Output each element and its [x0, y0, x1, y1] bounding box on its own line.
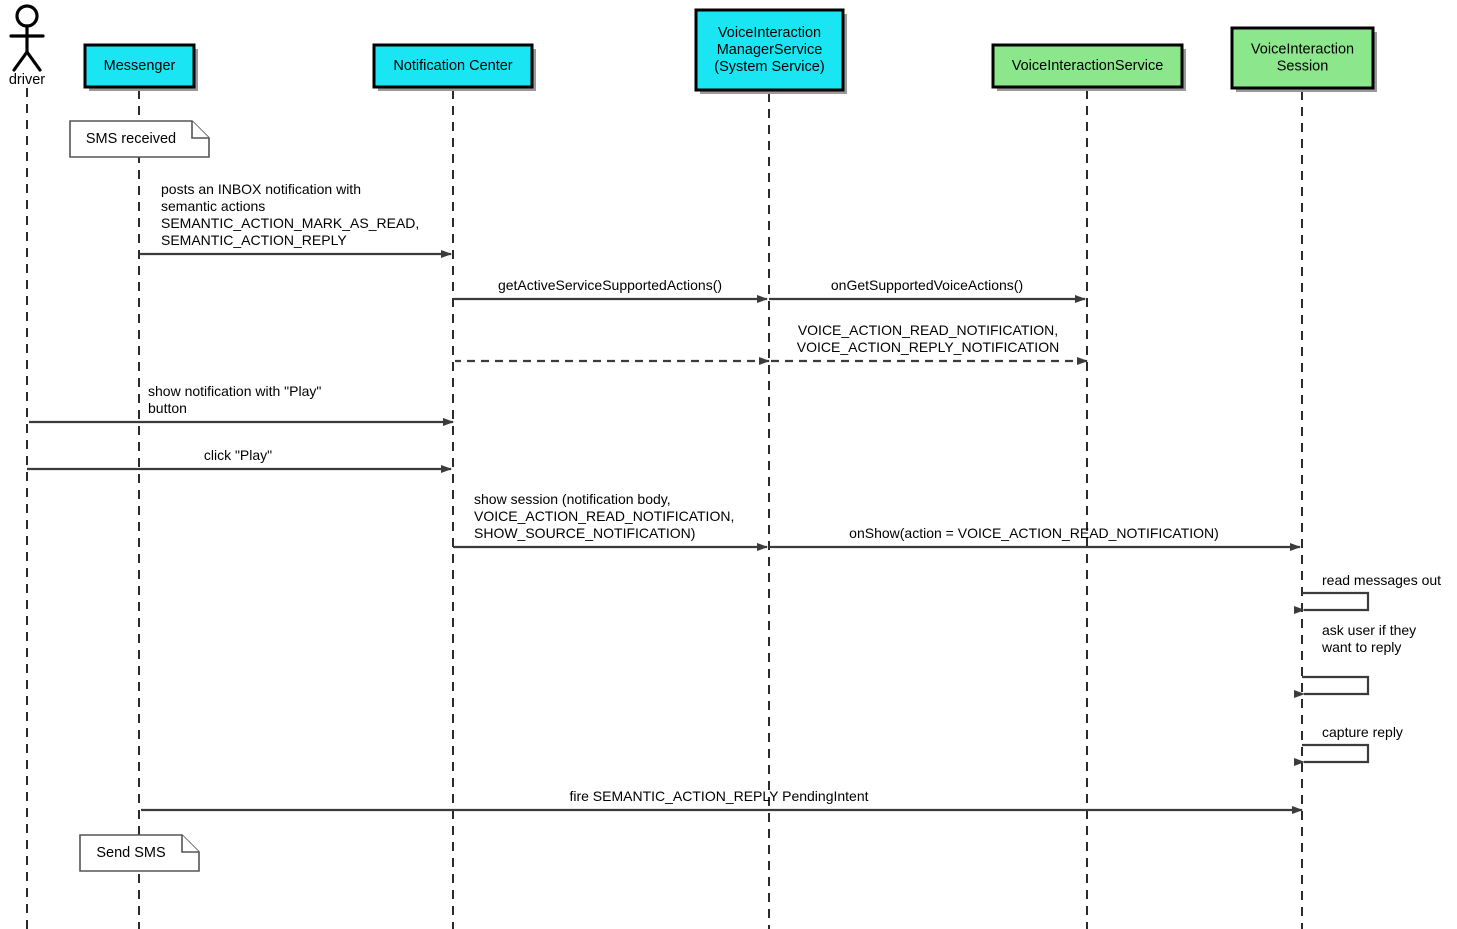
actor-head — [15, 4, 39, 28]
message-label: fire SEMANTIC_ACTION_REPLY PendingIntent — [569, 788, 868, 804]
participant-box — [694, 8, 845, 92]
message-msg-click-play[interactable]: click "Play" — [27, 447, 452, 473]
message-label: VOICE_ACTION_READ_NOTIFICATION, — [474, 508, 734, 524]
participant-label: VoiceInteractionService — [1012, 58, 1164, 74]
self-message-arrow — [1294, 743, 1370, 766]
message-msg-on-get-supported-voice-actions[interactable]: onGetSupportedVoiceActions() — [769, 277, 1086, 303]
message-msg-show-notification-with-play-button[interactable]: show notification with "Play"button — [29, 383, 454, 426]
lifelines-layer — [26, 88, 1303, 929]
message-label: posts an INBOX notification with — [161, 181, 361, 197]
self-message-arrow — [1294, 675, 1370, 698]
message-label: SEMANTIC_ACTION_REPLY — [161, 232, 347, 248]
self-message-label: read messages out — [1322, 572, 1441, 588]
self-message-self-msg-capture-reply[interactable]: capture reply — [1294, 724, 1403, 766]
participant-box — [991, 43, 1184, 89]
self-message-label: want to reply — [1321, 639, 1401, 655]
actor-driver[interactable]: driver — [9, 4, 45, 88]
participant-label: VoiceInteraction — [1251, 41, 1354, 57]
participant-label: Session — [1277, 58, 1329, 74]
actor-leg-left — [12, 50, 29, 72]
message-label: click "Play" — [204, 447, 272, 463]
self-message-self-msg-read-messages-out[interactable]: read messages out — [1294, 572, 1441, 614]
message-msg-fire-semantic-action-reply-pending-intent[interactable]: fire SEMANTIC_ACTION_REPLY PendingIntent — [141, 788, 1303, 814]
note-fold-corner — [191, 121, 209, 139]
participant-label: ManagerService — [717, 42, 823, 58]
note-shape — [79, 834, 200, 872]
participant-label: (System Service) — [714, 59, 824, 75]
participant-messenger[interactable]: Messenger — [83, 43, 198, 91]
message-msg-show-session[interactable]: show session (notification body,VOICE_AC… — [453, 491, 768, 551]
note-label: SMS received — [86, 131, 176, 147]
participant-notification-center[interactable]: Notification Center — [372, 43, 536, 91]
actors-layer: driver — [9, 4, 45, 88]
note-note-send-sms[interactable]: Send SMS — [79, 834, 200, 872]
message-msg-on-show[interactable]: onShow(action = VOICE_ACTION_READ_NOTIFI… — [769, 525, 1301, 551]
message-label: button — [148, 400, 187, 416]
self-message-label: ask user if they — [1322, 622, 1416, 638]
note-fold-corner — [181, 835, 199, 853]
message-label: VOICE_ACTION_REPLY_NOTIFICATION — [797, 339, 1059, 355]
actor-label: driver — [9, 72, 45, 88]
participant-label: Messenger — [104, 58, 176, 74]
self-message-label: capture reply — [1322, 724, 1403, 740]
message-label: getActiveServiceSupportedActions() — [498, 277, 722, 293]
self-message-arrow — [1294, 591, 1370, 614]
message-label: show notification with "Play" — [148, 383, 321, 399]
message-label: SEMANTIC_ACTION_MARK_AS_READ, — [161, 215, 419, 231]
participant-box — [372, 43, 534, 89]
participants-layer: Messenger Notification Center VoiceInterac… — [83, 8, 1377, 94]
message-msg-post-inbox-notification[interactable]: posts an INBOX notification withsemantic… — [139, 181, 452, 258]
message-msg-return-supported-voice-actions[interactable]: VOICE_ACTION_READ_NOTIFICATION,VOICE_ACT… — [771, 322, 1088, 365]
message-label: VOICE_ACTION_READ_NOTIFICATION, — [798, 322, 1058, 338]
message-label: SHOW_SOURCE_NOTIFICATION) — [474, 525, 695, 541]
participant-box — [83, 43, 196, 89]
messages-layer: posts an INBOX notification withsemantic… — [27, 181, 1303, 814]
participant-box — [1230, 26, 1375, 90]
message-msg-get-active-service-supported-actions[interactable]: getActiveServiceSupportedActions() — [453, 277, 768, 303]
message-label: show session (notification body, — [474, 491, 671, 507]
message-label: semantic actions — [161, 198, 265, 214]
note-label: Send SMS — [96, 845, 165, 861]
note-note-sms-received[interactable]: SMS received — [69, 120, 210, 158]
participant-voice-interaction-service[interactable]: VoiceInteractionService — [991, 43, 1186, 91]
actor-leg-right — [25, 50, 42, 72]
note-shape — [69, 120, 210, 158]
participant-label: Notification Center — [393, 58, 512, 74]
message-label: onShow(action = VOICE_ACTION_READ_NOTIFI… — [849, 525, 1219, 541]
message-label: onGetSupportedVoiceActions() — [831, 277, 1023, 293]
participant-label: VoiceInteraction — [718, 25, 821, 41]
